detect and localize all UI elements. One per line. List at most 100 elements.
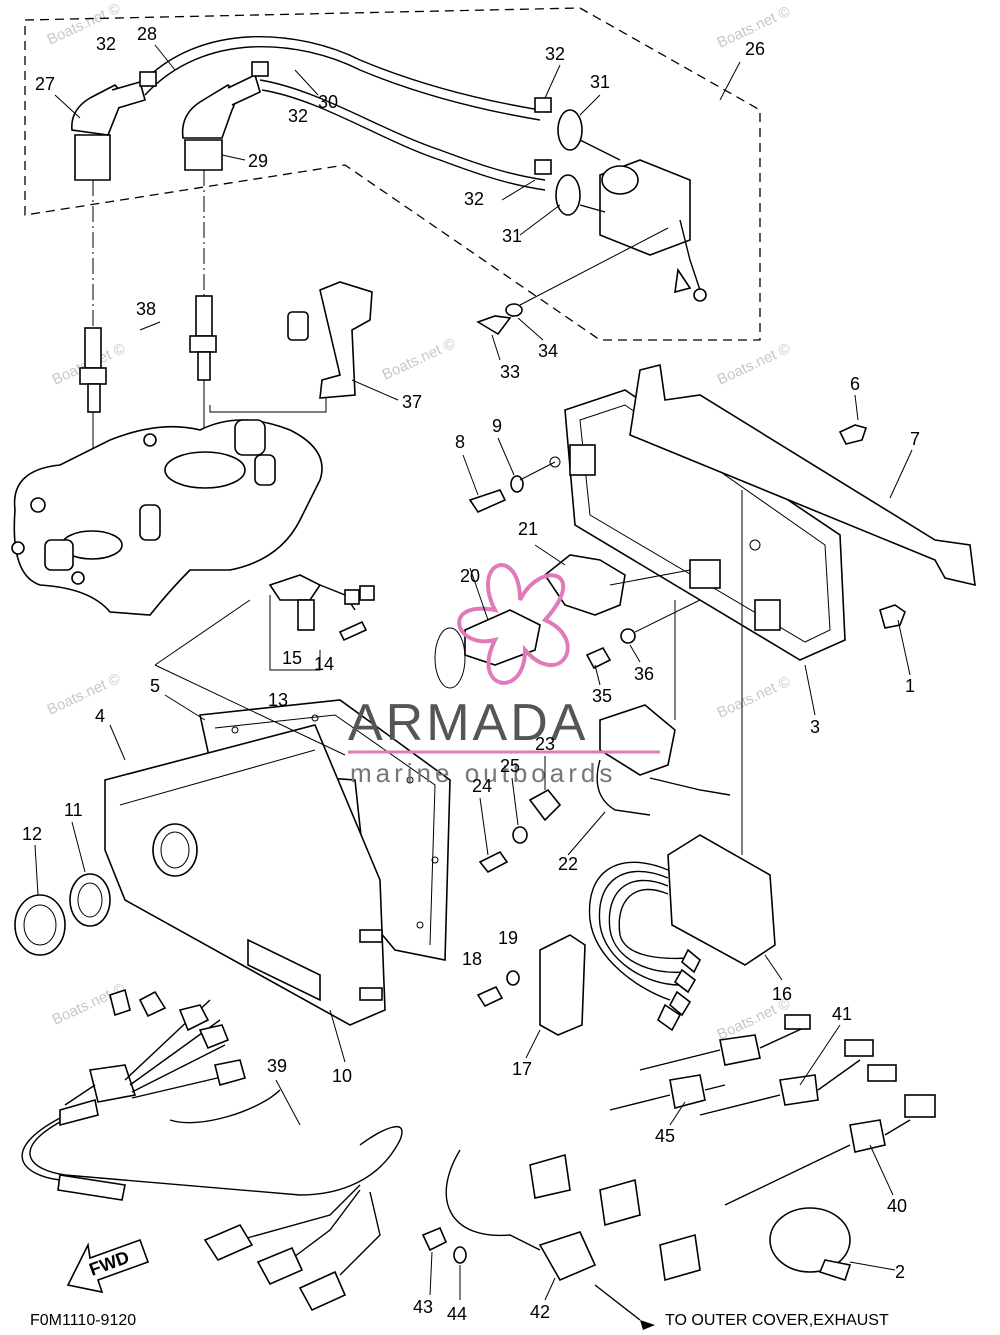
bolt-24 — [478, 850, 509, 874]
callout-34: 34 — [538, 341, 558, 361]
lead-30 — [259, 79, 546, 181]
bracket-7 — [629, 364, 976, 587]
plug-cap-29 — [181, 73, 261, 171]
sensor-cables — [529, 1014, 936, 1282]
logo-flower-icon — [457, 563, 570, 685]
ignition-coil — [579, 139, 707, 302]
callout-28: 28 — [137, 24, 157, 44]
bolt-18 — [476, 985, 504, 1008]
lead-28 — [139, 35, 541, 111]
callout-43: 43 — [413, 1297, 433, 1317]
callout-30: 30 — [318, 92, 338, 112]
bolt-35 — [585, 646, 612, 670]
cdi-unit-16 — [667, 834, 776, 966]
arrow-line — [594, 1284, 641, 1321]
callout-45: 45 — [655, 1126, 675, 1146]
callout-13: 13 — [268, 690, 288, 710]
plug-cap-27 — [71, 81, 146, 181]
clamp-32a — [139, 71, 157, 87]
armada-logo: ARMADA marine outboards — [348, 563, 660, 788]
watermark-6: Boats.net © — [45, 670, 123, 719]
callout-21: 21 — [518, 519, 538, 539]
cover-4 — [104, 724, 386, 1026]
callout-40: 40 — [887, 1196, 907, 1216]
washer-36 — [620, 628, 636, 644]
logo-brand: ARMADA — [348, 694, 588, 752]
callout-3: 3 — [810, 717, 820, 737]
watermark-5: Boats.net © — [715, 340, 793, 389]
base-plate-3 — [549, 389, 846, 661]
coil-group-outline — [24, 7, 761, 341]
main-harness-39 — [21, 988, 403, 1312]
grommet-31a — [557, 109, 583, 151]
clamp-32b — [251, 61, 269, 77]
callout-4: 4 — [95, 706, 105, 726]
callout-11: 11 — [64, 800, 83, 820]
callout-26: 26 — [745, 39, 765, 59]
callout-9: 9 — [492, 416, 502, 436]
callout-23: 23 — [535, 734, 555, 754]
clamp-23 — [528, 788, 562, 822]
arrow-head-icon — [640, 1320, 655, 1330]
cdi-harness — [588, 861, 701, 1032]
callout-38: 38 — [136, 299, 156, 319]
callout-31b: 31 — [502, 226, 522, 246]
callout-33: 33 — [500, 362, 520, 382]
washer-19 — [506, 970, 520, 986]
callout-41: 41 — [832, 1004, 852, 1024]
watermark-4: Boats.net © — [380, 335, 458, 384]
callout-8: 8 — [455, 432, 465, 452]
washer-9 — [510, 475, 524, 493]
bolt-6 — [838, 424, 868, 445]
cap-12 — [14, 894, 66, 956]
callout-10: 10 — [332, 1066, 352, 1086]
callout-27: 27 — [35, 74, 55, 94]
callout-32b: 32 — [288, 106, 308, 126]
bolt-8 — [468, 489, 507, 514]
clamp-32d — [534, 159, 552, 175]
spark-plug-b — [189, 295, 217, 381]
callout-5: 5 — [150, 676, 160, 696]
callout-39: 39 — [267, 1056, 287, 1076]
callout-17: 17 — [512, 1059, 532, 1079]
callout-24: 24 — [472, 776, 492, 796]
callout-36: 36 — [634, 664, 654, 684]
exhaust-note: TO OUTER COVER,EXHAUST — [665, 1312, 889, 1329]
fwd-arrow: FWD — [66, 1238, 150, 1294]
callout-25: 25 — [500, 756, 520, 776]
callout-19: 19 — [498, 928, 518, 948]
cylinder-head — [11, 419, 323, 616]
callout-6: 6 — [850, 374, 860, 394]
callout-18: 18 — [462, 949, 482, 969]
callout-32d: 32 — [464, 189, 484, 209]
lead-28b — [144, 46, 541, 121]
bracket-37 — [287, 281, 373, 399]
logo-tagline: marine outboards — [350, 758, 616, 788]
seal-11 — [69, 873, 111, 927]
callout-29: 29 — [248, 151, 268, 171]
bolt-1 — [879, 604, 906, 629]
washer-25 — [512, 826, 528, 844]
relay-21 — [543, 554, 626, 616]
rectifier-22 — [599, 704, 676, 776]
callout-31a: 31 — [590, 72, 610, 92]
bolt-43 — [421, 1226, 448, 1252]
callout-16: 16 — [772, 984, 792, 1004]
clamp-2 — [769, 1207, 851, 1273]
lead-30b — [261, 89, 546, 191]
callout-22: 22 — [558, 854, 578, 874]
callout-7: 7 — [910, 429, 920, 449]
diagram-code: F0M1110-9120 — [30, 1312, 136, 1329]
sensor-42 — [538, 1231, 597, 1282]
callout-42: 42 — [530, 1302, 550, 1322]
clamp-32c — [534, 97, 552, 113]
washer-44 — [453, 1246, 467, 1264]
thermo-switch — [268, 574, 375, 642]
callout-15: 15 — [282, 648, 302, 668]
callout-32a: 32 — [96, 34, 116, 54]
spark-plug-a — [79, 327, 107, 413]
callout-37: 37 — [402, 392, 422, 412]
grommet-31b — [555, 174, 581, 216]
relay-20 — [464, 609, 541, 666]
washer-34 — [505, 303, 523, 317]
